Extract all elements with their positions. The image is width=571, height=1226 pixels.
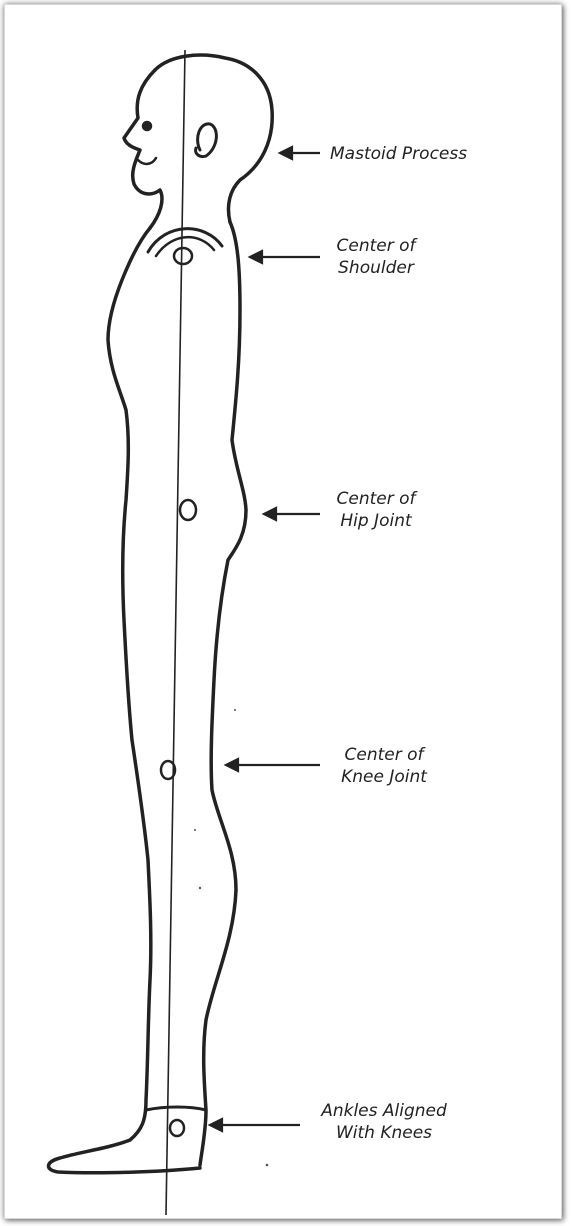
eye: [144, 123, 151, 130]
arrow-hip-head: [264, 508, 276, 520]
ankle-band: [146, 1107, 206, 1110]
label-mastoid-line-1: Mastoid Process: [330, 143, 467, 165]
face-outline: [124, 70, 162, 228]
label-knee-line-2: Knee Joint: [330, 766, 438, 788]
label-hip-line-2: Hip Joint: [330, 510, 422, 532]
label-ankle-line-2: With Knees: [310, 1122, 458, 1144]
collar-line-inner: [156, 237, 214, 256]
head-outline: [155, 55, 272, 222]
label-shoulder-line-1: Center of: [330, 235, 422, 257]
arrow-knee-head: [226, 759, 238, 771]
label-knee-line-1: Center of: [330, 744, 438, 766]
plumb-line: [166, 50, 185, 1215]
label-shoulder-line-2: Shoulder: [330, 257, 422, 279]
hip-joint-marker: [180, 500, 196, 520]
label-ankle-line-1: Ankles Aligned: [310, 1100, 458, 1122]
label-mastoid-process: Mastoid Process: [330, 143, 467, 165]
ankle-joint-marker: [170, 1120, 184, 1136]
speck: [194, 829, 196, 831]
ear-outline: [196, 124, 217, 157]
mouth: [138, 158, 156, 164]
label-center-of-shoulder: Center of Shoulder: [330, 235, 422, 279]
posterior-outline: [200, 222, 246, 1165]
speck: [234, 709, 236, 711]
arrow-ankle-head: [210, 1119, 222, 1131]
speck: [199, 887, 201, 889]
speck: [266, 1164, 269, 1167]
label-hip-line-1: Center of: [330, 488, 422, 510]
arrow-mastoid-head: [280, 147, 292, 159]
label-center-of-knee-joint: Center of Knee Joint: [330, 744, 438, 788]
anterior-outline: [48, 228, 200, 1173]
shoulder-joint-marker: [174, 248, 192, 264]
arrow-shoulder-head: [250, 251, 262, 263]
label-ankles-aligned: Ankles Aligned With Knees: [310, 1100, 458, 1144]
label-center-of-hip-joint: Center of Hip Joint: [330, 488, 422, 532]
